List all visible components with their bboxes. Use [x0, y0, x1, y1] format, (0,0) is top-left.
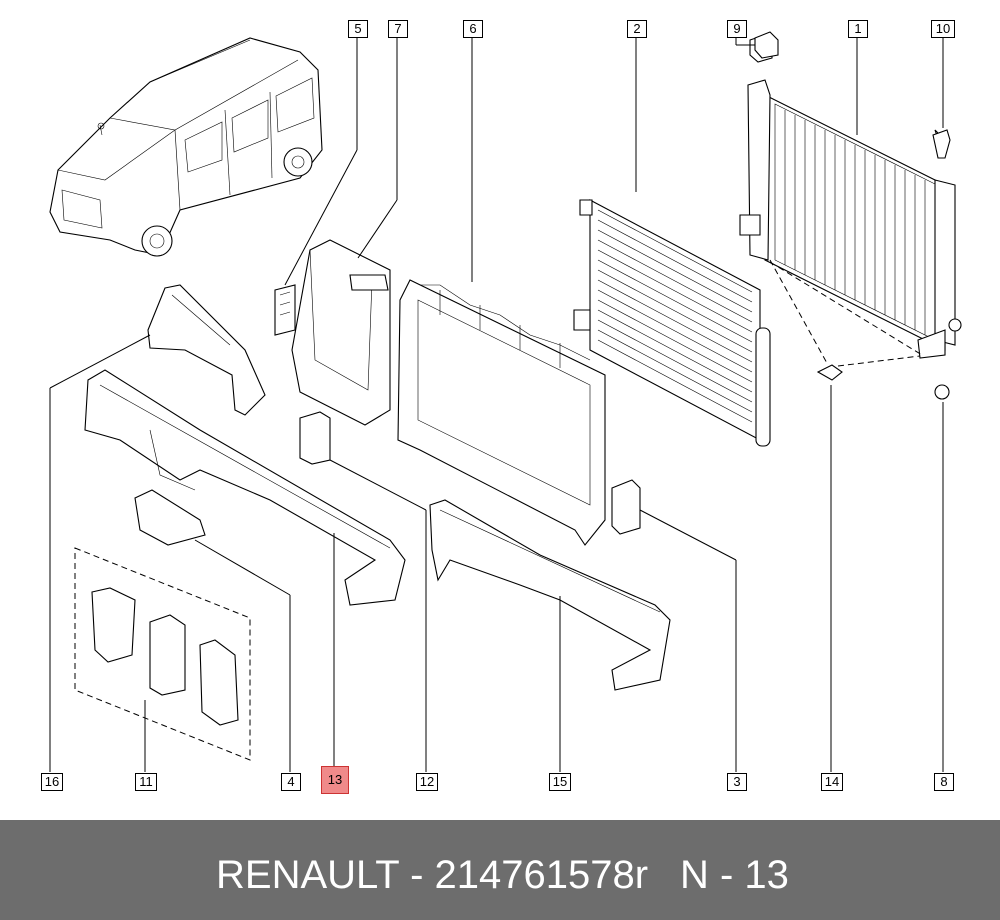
callout-5: 5 [348, 20, 368, 38]
callout-2: 2 [627, 20, 647, 38]
footer-banner: RENAULT - 214761578r N - 13 [0, 820, 1000, 920]
callout-15: 15 [549, 773, 571, 791]
leader-lines [49, 37, 944, 772]
callout-13-selected[interactable]: 13 [321, 766, 349, 794]
vehicle-illustration [49, 37, 323, 257]
callout-14: 14 [821, 773, 843, 791]
condenser [573, 199, 771, 447]
part-number-text: RENAULT - 214761578r [216, 853, 649, 897]
callout-11: 11 [135, 773, 157, 791]
callout-10: 10 [931, 20, 955, 38]
fan-shroud [397, 279, 606, 546]
callout-12: 12 [416, 773, 438, 791]
callout-9: 9 [727, 20, 747, 38]
bracket-part-3 [611, 479, 641, 535]
exploded-parts-diagram [49, 31, 962, 772]
upper-crossmember-part-13 [84, 369, 406, 606]
fasteners [754, 31, 951, 400]
callout-6: 6 [463, 20, 483, 38]
bracket-part-4 [134, 489, 206, 546]
callout-3: 3 [727, 773, 747, 791]
lower-crossmember-part-15 [429, 499, 671, 691]
callout-1: 1 [848, 20, 868, 38]
clip-part-5 [274, 284, 296, 336]
radiator [739, 34, 962, 359]
callout-7: 7 [388, 20, 408, 38]
position-text: N - 13 [680, 853, 789, 897]
callout-4: 4 [281, 773, 301, 791]
air-deflector-left [291, 239, 391, 426]
bracket-part-12 [299, 411, 331, 465]
side-deflector-part-16 [147, 284, 266, 416]
kit-part-11 [74, 547, 251, 761]
callout-16: 16 [41, 773, 63, 791]
callout-8: 8 [934, 773, 954, 791]
